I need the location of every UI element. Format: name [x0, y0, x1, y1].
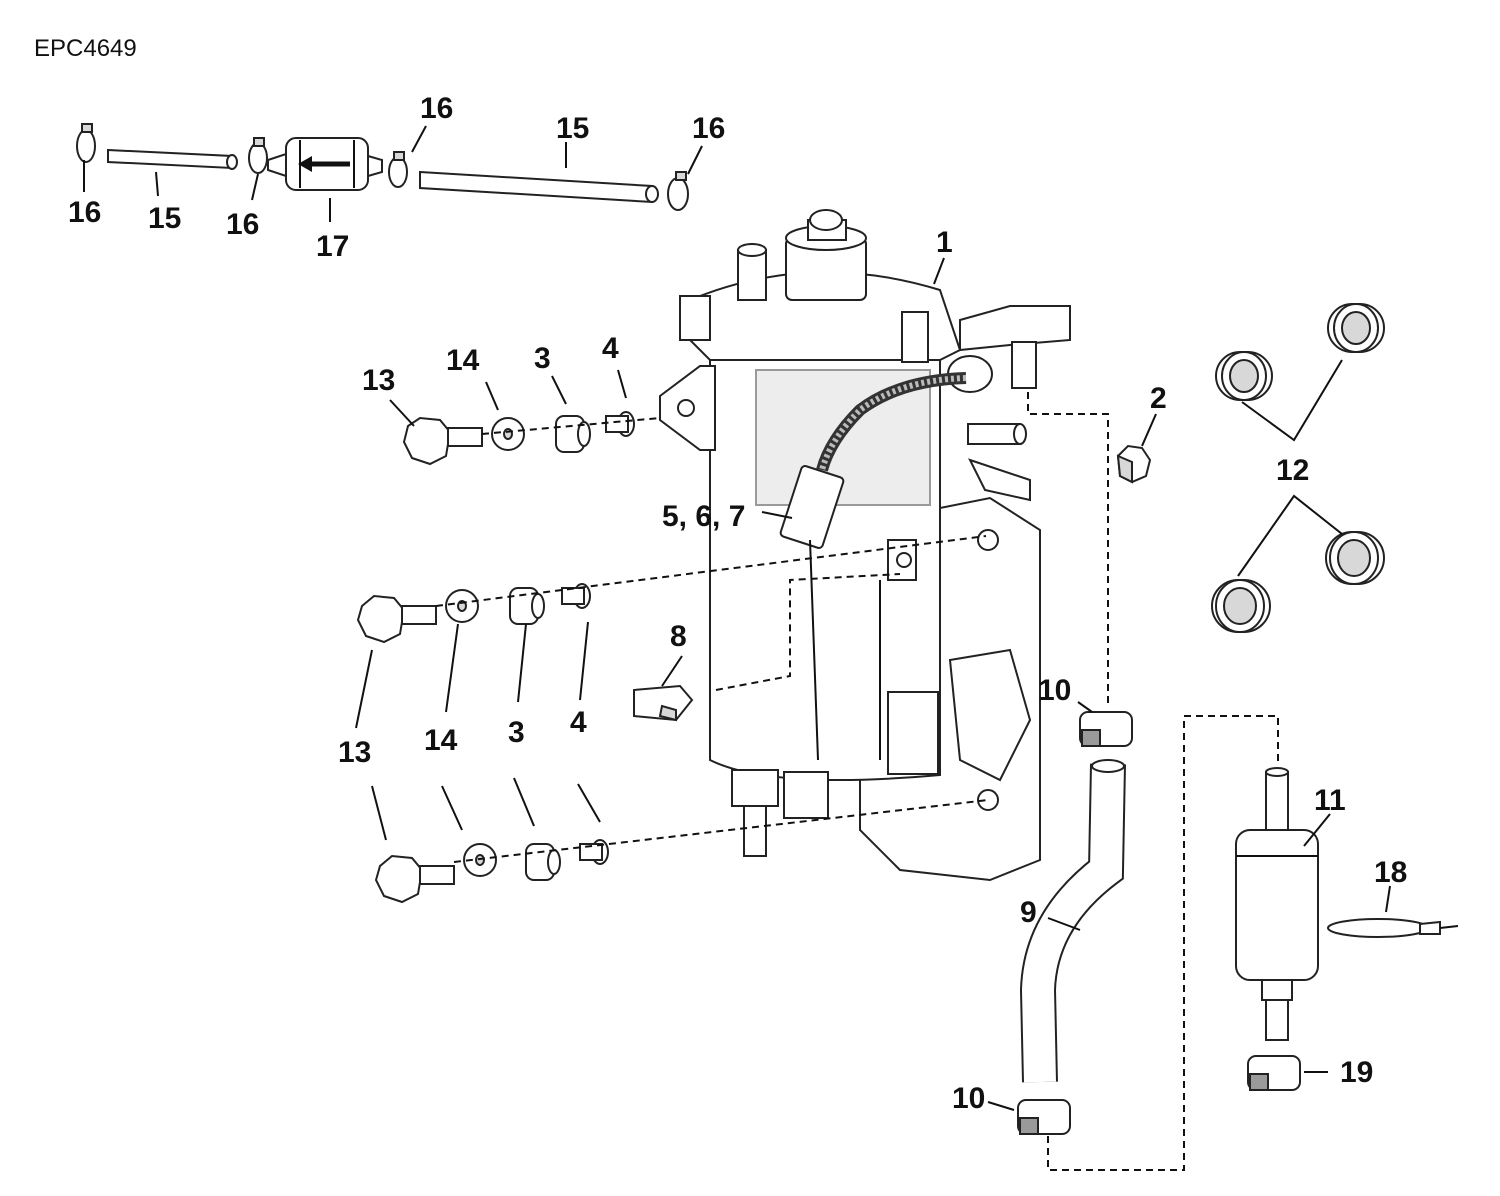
callout-8: 8 — [670, 620, 687, 653]
spacer-4 — [1325, 531, 1385, 585]
leader-lines — [83, 125, 1391, 1111]
grommet-upper — [555, 415, 591, 453]
callout-3-b: 3 — [508, 716, 525, 749]
tie-strap — [1327, 918, 1459, 938]
callout-9: 9 — [1020, 896, 1037, 929]
callout-13-a: 13 — [362, 364, 395, 397]
lower-mount-hardware — [374, 799, 989, 904]
bolt-middle — [356, 594, 437, 644]
callout-18: 18 — [1374, 856, 1407, 889]
hose-clamp-19 — [1247, 1055, 1301, 1091]
fuel-hose-right — [419, 170, 659, 204]
fuel-filter-11 — [1235, 767, 1319, 1041]
spacer-3 — [1211, 579, 1271, 633]
callout-17: 17 — [316, 230, 349, 263]
spacer-1 — [1215, 351, 1273, 401]
callout-labels: 16 15 16 17 16 15 16 1 2 12 13 14 3 4 5,… — [68, 92, 1407, 1115]
callout-4-b: 4 — [570, 706, 587, 739]
hex-nut — [1116, 444, 1152, 484]
callout-16-c: 16 — [420, 92, 453, 125]
callout-5-6-7: 5, 6, 7 — [662, 500, 745, 533]
bolt-upper — [402, 416, 483, 466]
figure-code: EPC4649 — [34, 35, 137, 62]
fuel-line-assembly — [76, 123, 689, 211]
hose-clamp-mid-left — [248, 137, 268, 174]
fuel-pump-assembly — [659, 209, 1071, 882]
callout-16-d: 16 — [692, 112, 725, 145]
callout-10-b: 10 — [952, 1082, 985, 1115]
fuel-hose-left — [107, 148, 238, 170]
spacer-2 — [1327, 303, 1385, 353]
callout-3-a: 3 — [534, 342, 551, 375]
retaining-clip — [633, 573, 901, 722]
callout-4-a: 4 — [602, 332, 619, 365]
bolt-lower — [374, 854, 455, 904]
callout-12: 12 — [1276, 454, 1309, 487]
sleeve-upper — [605, 411, 635, 437]
callout-1: 1 — [936, 226, 953, 259]
callout-14-a: 14 — [446, 344, 480, 377]
callout-16-a: 16 — [68, 196, 101, 229]
hose-clamp-mid-right — [388, 151, 408, 188]
hose-clamp-10-upper — [1079, 711, 1133, 747]
routing-line-outlet — [1027, 392, 1109, 708]
sleeve-middle — [561, 583, 591, 609]
callout-2: 2 — [1150, 382, 1167, 415]
callout-13-b: 13 — [338, 736, 371, 769]
hose-clamp-right — [667, 171, 689, 211]
callout-15-a: 15 — [148, 202, 181, 235]
routing-line-return — [1047, 715, 1279, 1171]
grommet-lower — [525, 843, 561, 881]
inline-fuel-filter — [267, 137, 383, 191]
callout-14-b: 14 — [424, 724, 458, 757]
callout-16-b: 16 — [226, 208, 259, 241]
hose-clamp-10-lower — [1017, 1099, 1071, 1135]
fuel-hose-9 — [1019, 759, 1126, 1083]
callout-19: 19 — [1340, 1056, 1373, 1089]
spacers — [1211, 303, 1385, 633]
callout-15-b: 15 — [556, 112, 589, 145]
callout-10-a: 10 — [1038, 674, 1071, 707]
sleeve-lower — [579, 839, 609, 865]
upper-mount-hardware — [402, 411, 661, 466]
grommet-middle — [509, 587, 545, 625]
middle-mount-hardware — [356, 535, 987, 644]
hose-clamp-left — [76, 123, 96, 163]
callout-11: 11 — [1314, 784, 1346, 817]
